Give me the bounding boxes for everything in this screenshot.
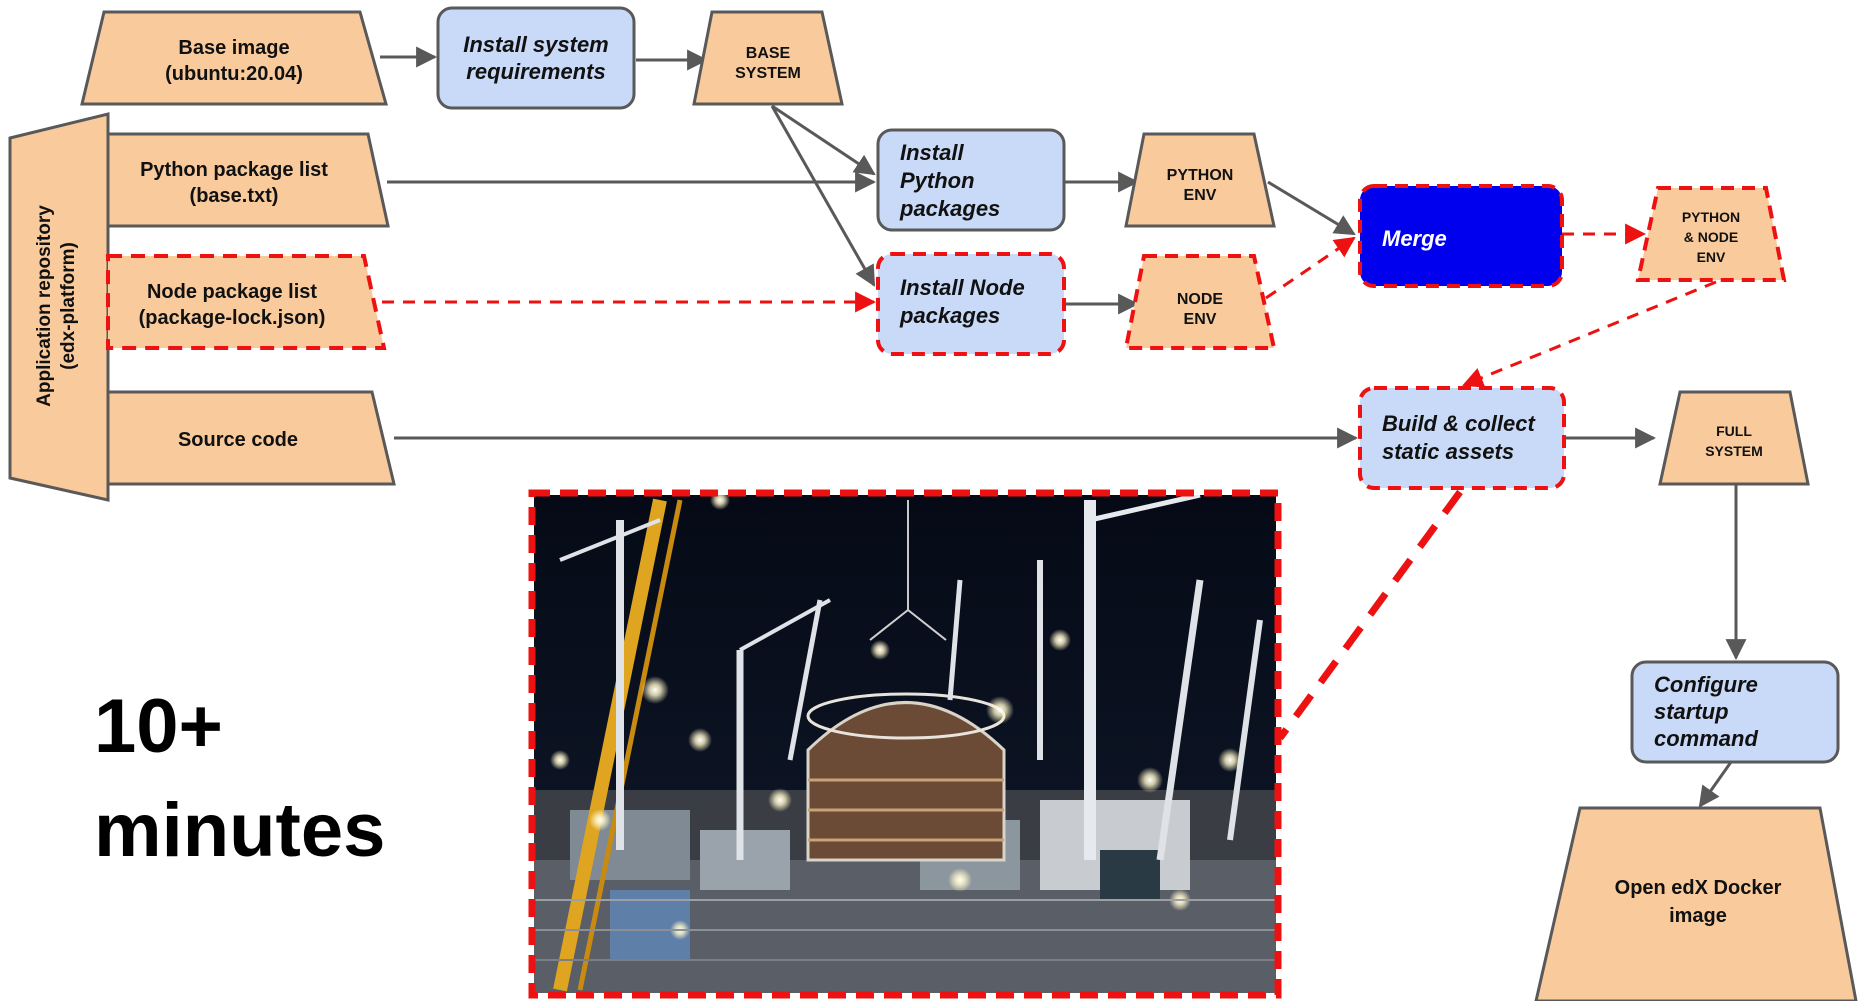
arrow-configure-to-docker-image	[1698, 761, 1733, 808]
arrow-build-to-photo	[1277, 489, 1463, 741]
merge-box: Merge	[1358, 184, 1564, 288]
merge-label: Merge	[1382, 226, 1447, 251]
build-assets-label-line2: static assets	[1382, 439, 1514, 464]
base-system-label-line1: BASE	[746, 45, 791, 62]
build-assets-box: Build & collect static assets	[1358, 386, 1566, 490]
full-system-label-line2: SYSTEM	[1705, 443, 1763, 459]
python-package-list-shape: Python package list (base.txt)	[106, 132, 390, 228]
construction-site-photo	[528, 489, 1282, 999]
python-node-env-label-line1: PYTHON	[1682, 209, 1740, 225]
docker-image-shape: Open edX Docker image	[1534, 806, 1858, 1001]
python-list-label-line1: Python package list	[140, 159, 328, 181]
docker-image-label-line2: image	[1669, 905, 1727, 927]
arrow-python-node-env-to-build	[1462, 280, 1717, 388]
arrow-node-env-to-merge	[1265, 236, 1356, 300]
base-image-shape: Base image (ubuntu:20.04)	[80, 10, 388, 106]
install-python-label-line2: Python	[900, 168, 975, 193]
node-env-label-line1: NODE	[1177, 291, 1224, 308]
app-repo-shape: Application repository (edx-platform)	[8, 112, 110, 502]
node-package-list-shape: Node package list (package-lock.json)	[106, 254, 387, 350]
python-node-env-shape: PYTHON & NODE ENV	[1635, 186, 1787, 282]
arrow-base-system-to-install-python	[771, 104, 876, 176]
app-repo-label-line1: Application repository	[34, 205, 55, 407]
configure-label-line3: command	[1654, 726, 1758, 751]
base-system-label-line2: SYSTEM	[735, 65, 801, 82]
install-node-label-line2: packages	[899, 303, 1000, 328]
install-node-label-line1: Install Node	[900, 275, 1025, 300]
full-system-label-line1: FULL	[1716, 423, 1752, 439]
base-system-shape: BASE SYSTEM	[692, 10, 844, 106]
app-repo-label-line2: (edx-platform)	[58, 242, 79, 370]
duration-line2: minutes	[94, 788, 385, 873]
install-node-box: Install Node packages	[876, 252, 1066, 356]
install-python-label-line1: Install	[900, 140, 964, 165]
python-env-label-line2: ENV	[1184, 187, 1217, 204]
source-code-label: Source code	[178, 429, 298, 451]
configure-label-line1: Configure	[1654, 672, 1758, 697]
install-system-box: Install system requirements	[436, 6, 636, 110]
connector-arrows	[380, 46, 1747, 808]
arrow-python-env-to-merge	[1267, 180, 1356, 236]
arrow-base-system-to-install-node	[770, 105, 876, 287]
node-env-shape: NODE ENV	[1123, 254, 1277, 350]
python-node-env-label-line3: ENV	[1697, 249, 1726, 265]
node-list-label-line2: (package-lock.json)	[139, 307, 326, 329]
install-system-label-line2: requirements	[466, 59, 605, 84]
build-assets-label-line1: Build & collect	[1382, 411, 1536, 436]
install-python-label-line3: packages	[899, 196, 1000, 221]
python-env-label-line1: PYTHON	[1167, 167, 1234, 184]
full-system-shape: FULL SYSTEM	[1658, 390, 1810, 486]
source-code-shape: Source code	[106, 390, 396, 486]
node-list-label-line1: Node package list	[147, 281, 317, 303]
configure-label-line2: startup	[1654, 699, 1729, 724]
duration-line1: 10+	[94, 684, 223, 769]
install-python-box: Install Python packages	[876, 128, 1066, 232]
docker-image-label-line1: Open edX Docker	[1615, 877, 1782, 899]
python-env-shape: PYTHON ENV	[1124, 132, 1276, 228]
python-list-label-line2: (base.txt)	[190, 185, 279, 207]
configure-box: Configure startup command	[1630, 660, 1840, 764]
install-system-label-line1: Install system	[463, 32, 609, 57]
python-node-env-label-line2: & NODE	[1684, 229, 1738, 245]
base-image-label-line1: Base image	[178, 37, 289, 59]
node-env-label-line2: ENV	[1184, 311, 1217, 328]
base-image-label-line2: (ubuntu:20.04)	[165, 63, 303, 85]
